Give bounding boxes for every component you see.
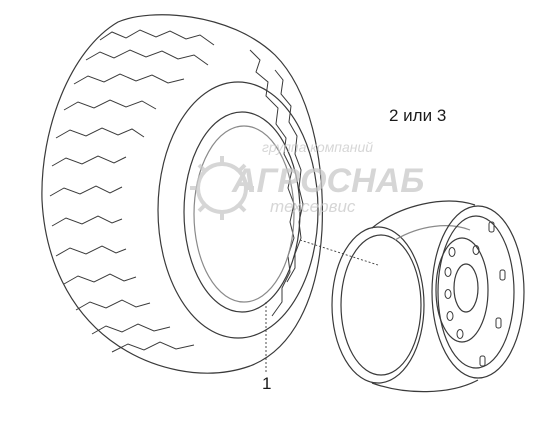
rim-barrel-bottom: [371, 379, 479, 393]
watermark-line2: АГРОСНАБ: [231, 162, 424, 200]
tire-drawing: [41, 14, 323, 374]
tire-outer-contour: [41, 14, 323, 374]
watermark-line3: техсервис: [270, 197, 356, 216]
rim-front-flange-inner: [340, 234, 422, 376]
watermark-line1: группа компаний: [262, 139, 373, 155]
leader-lines: [265, 239, 379, 372]
watermark-gear-icon: [190, 156, 254, 220]
rim-back-flange: [431, 205, 525, 379]
tire-bead-inner: [183, 111, 301, 313]
wheel-drawing: [331, 200, 525, 393]
wheel-disc: [435, 237, 489, 343]
leader-axis: [299, 239, 379, 266]
stud-holes: [444, 245, 480, 339]
tire-sidewall-outer: [157, 81, 319, 339]
rim-drop-center: [394, 225, 471, 241]
watermark: группа компаний АГРОСНАБ техсервис: [190, 139, 424, 220]
tire-bead-rim-seat: [193, 125, 295, 303]
vent-slots: [479, 221, 506, 367]
wheel-center-bore: [453, 263, 479, 313]
callout-tire-label: 1: [262, 374, 272, 393]
callout-wheel-label: 2 или 3: [389, 106, 447, 125]
rim-back-flange-inner: [437, 215, 515, 369]
rim-barrel-top: [371, 200, 476, 229]
tread-lugs: [49, 29, 304, 353]
rim-front-flange: [331, 226, 425, 384]
